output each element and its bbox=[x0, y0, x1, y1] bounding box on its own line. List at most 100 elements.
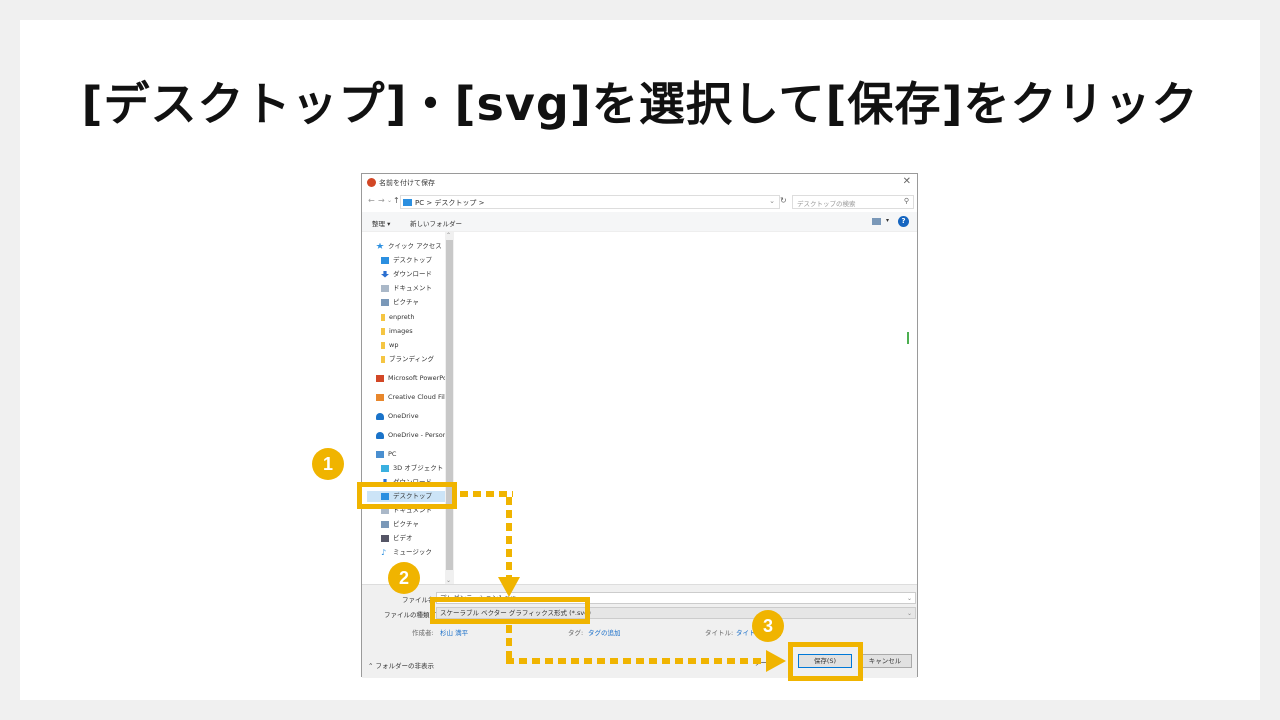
dialog-footer: ⌃ フォルダーの非表示 ツール 保存(S) キャンセル bbox=[362, 644, 917, 678]
chevron-down-icon[interactable]: ⌄ bbox=[769, 197, 775, 205]
sidebar-item-label: デスクトップ bbox=[393, 492, 432, 500]
save-as-dialog: 名前を付けて保存 ✕ ← → ⌄ ↑ PC > デスクトップ > ⌄ ↻ デスク… bbox=[361, 173, 918, 678]
scroll-up-icon[interactable]: ⌃ bbox=[446, 232, 452, 239]
sidebar-item-label: ドキュメント bbox=[393, 506, 432, 514]
page-title: [デスクトップ]・[svg]を選択して[保存]をクリック bbox=[81, 77, 1199, 131]
sidebar-item-pictures[interactable]: ピクチャ bbox=[381, 519, 451, 530]
pictures-icon bbox=[381, 298, 389, 306]
address-bar[interactable]: PC > デスクトップ > ⌄ bbox=[400, 195, 780, 209]
close-icon[interactable]: ✕ bbox=[902, 176, 911, 187]
creative-cloud-icon bbox=[376, 393, 384, 401]
file-list-area[interactable] bbox=[454, 232, 917, 584]
powerpoint-icon bbox=[367, 178, 376, 187]
pc-icon bbox=[376, 450, 384, 458]
folder-icon bbox=[381, 355, 385, 363]
author-value[interactable]: 杉山 満平 bbox=[440, 629, 469, 637]
sidebar-item-label: Microsoft PowerPo bbox=[388, 374, 446, 382]
3d-objects-icon bbox=[381, 464, 389, 472]
highlight-desktop bbox=[357, 482, 457, 509]
sidebar-item-onedrive-personal[interactable]: OneDrive - Person bbox=[376, 430, 446, 441]
onedrive-icon bbox=[376, 412, 384, 420]
sidebar-item-powerpoint[interactable]: Microsoft PowerPo bbox=[376, 373, 446, 384]
title-label: タイトル: bbox=[705, 629, 734, 637]
dotted-connector bbox=[460, 491, 513, 497]
sidebar-item-documents[interactable]: ドキュメント bbox=[381, 505, 451, 516]
folder-icon bbox=[381, 313, 385, 321]
chevron-down-icon[interactable]: ⌄ bbox=[906, 595, 912, 602]
sidebar-item-quick-access[interactable]: クイック アクセス bbox=[376, 241, 446, 252]
sidebar-item-music[interactable]: ♪ミュージック bbox=[381, 547, 451, 558]
sidebar-item-label: 3D オブジェクト bbox=[393, 464, 444, 472]
powerpoint-icon bbox=[376, 374, 384, 382]
desktop-icon bbox=[381, 256, 389, 264]
step-badge-2: 2 bbox=[388, 562, 420, 594]
view-options-icon[interactable] bbox=[872, 218, 881, 225]
sidebar-item-label: ブランディング bbox=[389, 355, 435, 363]
highlight-save bbox=[788, 642, 863, 681]
sidebar-item-folder[interactable]: ブランディング bbox=[381, 354, 451, 365]
sidebar-item-videos[interactable]: ビデオ bbox=[381, 533, 451, 544]
breadcrumb: PC > デスクトップ > bbox=[415, 199, 485, 207]
sidebar-item-folder[interactable]: wp bbox=[381, 340, 451, 351]
sidebar-item-onedrive[interactable]: OneDrive bbox=[376, 411, 446, 422]
recent-chevron-icon[interactable]: ⌄ bbox=[387, 197, 393, 204]
author-label: 作成者: bbox=[412, 629, 434, 637]
sidebar-item-desktop[interactable]: デスクトップ📌 bbox=[381, 255, 451, 266]
back-arrow-icon[interactable]: ← bbox=[368, 196, 375, 205]
cancel-button[interactable]: キャンセル bbox=[858, 654, 912, 668]
search-input[interactable]: デスクトップの検索 ⚲ bbox=[792, 195, 914, 209]
sidebar-item-creative-cloud[interactable]: Creative Cloud File bbox=[376, 392, 446, 403]
new-folder-button[interactable]: 新しいフォルダー bbox=[410, 220, 462, 228]
refresh-icon[interactable]: ↻ bbox=[780, 196, 787, 205]
download-icon bbox=[381, 270, 389, 278]
pc-icon bbox=[403, 199, 412, 206]
filetype-select[interactable]: スケーラブル ベクター グラフィックス形式 (*.svg)⌄ bbox=[436, 607, 916, 619]
sidebar-item-label: enpreth bbox=[389, 313, 415, 321]
sidebar-item-label: ビデオ bbox=[393, 534, 413, 542]
folder-icon bbox=[381, 341, 385, 349]
navigation-bar: ← → ⌄ ↑ PC > デスクトップ > ⌄ ↻ デスクトップの検索 ⚲ bbox=[362, 192, 917, 212]
sidebar-item-label: ドキュメント bbox=[393, 284, 432, 292]
onedrive-icon bbox=[376, 431, 384, 439]
tags-label: タグ: bbox=[568, 629, 584, 637]
dotted-connector bbox=[506, 625, 512, 663]
scrollbar-thumb[interactable] bbox=[446, 240, 453, 570]
sidebar-item-downloads[interactable]: ダウンロード📌 bbox=[381, 269, 451, 280]
chevron-down-icon[interactable]: ⌄ bbox=[906, 610, 912, 617]
up-arrow-icon[interactable]: ↑ bbox=[393, 196, 400, 205]
scroll-down-icon[interactable]: ⌄ bbox=[446, 577, 452, 584]
document-icon bbox=[381, 506, 389, 514]
filename-label: ファイル名(N): bbox=[402, 596, 447, 604]
desktop-icon bbox=[381, 492, 389, 500]
sidebar-item-desktop-selected[interactable]: デスクトップ bbox=[367, 491, 445, 502]
forward-arrow-icon[interactable]: → bbox=[378, 196, 385, 205]
sidebar-item-label: OneDrive bbox=[388, 412, 419, 420]
navigation-pane: クイック アクセス デスクトップ📌 ダウンロード📌 ドキュメント📌 ピクチャ📌 … bbox=[362, 232, 454, 584]
video-icon bbox=[381, 534, 389, 542]
toolbar: 整理 ▾ 新しいフォルダー ▾ ? bbox=[362, 212, 917, 232]
help-icon[interactable]: ? bbox=[898, 216, 909, 227]
sidebar-item-label: OneDrive - Person bbox=[388, 431, 446, 439]
highlight-filetype bbox=[430, 597, 590, 624]
hide-folders-toggle[interactable]: ⌃ フォルダーの非表示 bbox=[368, 662, 435, 670]
sidebar-item-3d-objects[interactable]: 3D オブジェクト bbox=[381, 463, 451, 474]
sidebar-item-folder[interactable]: enpreth bbox=[381, 312, 451, 323]
sidebar-item-label: デスクトップ bbox=[393, 256, 432, 264]
sidebar-scrollbar[interactable]: ⌃ ⌄ bbox=[445, 232, 454, 584]
title-bar: 名前を付けて保存 ✕ bbox=[362, 174, 917, 192]
sidebar-item-label: ミュージック bbox=[393, 548, 432, 556]
sidebar-item-label: ダウンロード bbox=[393, 270, 432, 278]
folder-icon bbox=[381, 327, 385, 335]
save-button[interactable]: 保存(S) bbox=[798, 654, 852, 668]
star-icon bbox=[376, 242, 384, 249]
chevron-down-icon[interactable]: ▾ bbox=[885, 217, 889, 224]
sidebar-item-documents[interactable]: ドキュメント📌 bbox=[381, 283, 451, 294]
sidebar-item-pictures[interactable]: ピクチャ📌 bbox=[381, 297, 451, 308]
tags-input[interactable]: タグの追加 bbox=[588, 629, 621, 637]
step-badge-1: 1 bbox=[312, 448, 344, 480]
document-icon bbox=[381, 284, 389, 292]
sidebar-item-folder[interactable]: images bbox=[381, 326, 451, 337]
sidebar-item-pc[interactable]: PC bbox=[376, 449, 446, 460]
organize-button[interactable]: 整理 ▾ bbox=[372, 220, 391, 228]
arrow-down-icon bbox=[498, 577, 520, 597]
